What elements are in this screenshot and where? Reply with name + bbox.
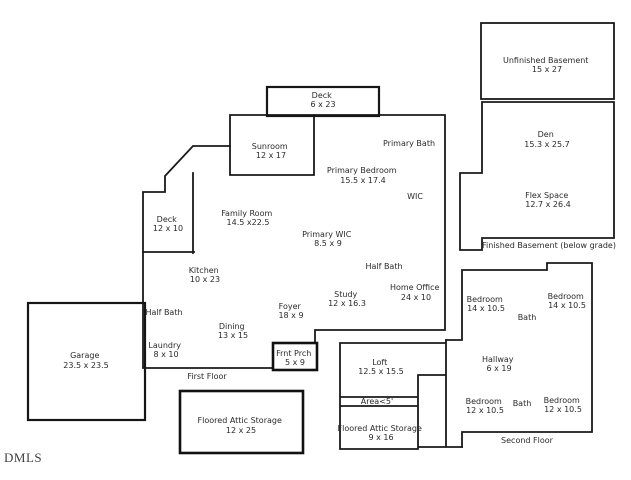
room-label-primary-wic: Primary WIC 8.5 x 9: [302, 230, 354, 248]
room-label-laundry: Laundry 8 x 10: [148, 341, 183, 359]
room-label-low-area: Area<5': [361, 397, 393, 406]
room-label-foyer: Foyer 18 x 9: [278, 302, 303, 320]
sunroom-walls: [229, 114, 315, 176]
room-label-bedroom-lower-right: Bedroom 12 x 10.5: [544, 396, 583, 414]
front-porch-box: [271, 341, 319, 372]
room-label-family-room: Family Room 14.5 x22.5: [221, 209, 275, 227]
room-label-home-office: Home Office 24 x 10: [390, 283, 442, 302]
room-label-dining: Dining 13 x 15: [218, 322, 248, 340]
room-label-sunroom: Sunroom 12 x 17: [252, 142, 290, 160]
floor-label-first-floor: First Floor: [187, 372, 227, 381]
room-label-unfinished-basement: Unfinished Basement 15 x 27: [503, 56, 591, 74]
room-label-bath-upper: Bath: [518, 313, 537, 322]
garage-box: [26, 301, 147, 422]
floor-label-finished-basement: Finished Basement (below grade): [482, 241, 616, 250]
room-label-garage: Garage 23.5 x 23.5: [63, 351, 108, 370]
second-floor-outline: [445, 262, 593, 448]
room-label-bedroom-upper-left: Bedroom 14 x 10.5: [467, 295, 506, 313]
room-label-bedroom-upper-right: Bedroom 14 x 10.5: [548, 292, 587, 310]
deck-upper-box: [265, 85, 381, 118]
room-label-bath-lower: Bath: [513, 399, 532, 408]
deck-left-walls: [142, 172, 195, 254]
room-label-primary-bath: Primary Bath: [383, 139, 435, 148]
room-label-deck-left: Deck 12 x 10: [153, 215, 183, 233]
room-label-bedroom-lower-left: Bedroom 12 x 10.5: [466, 397, 505, 415]
room-label-attic-storage-small: Floored Attic Storage 9 x 16: [338, 424, 425, 442]
room-label-loft: Loft 12.5 x 15.5: [358, 358, 403, 376]
room-label-half-bath-center: Half Bath: [365, 262, 402, 271]
room-label-half-bath-left: Half Bath: [145, 308, 182, 317]
room-label-flex-space: Flex Space 12.7 x 26.4: [525, 191, 571, 209]
room-label-front-porch: Frnt Prch 5 x 9: [276, 349, 314, 367]
first-floor-outline: [142, 114, 446, 369]
room-label-study: Study 12 x 16.3: [328, 290, 366, 308]
room-label-attic-storage-large: Floored Attic Storage 12 x 25: [198, 416, 285, 435]
floor-label-second-floor: Second Floor: [501, 436, 554, 445]
unfinished-basement-box: [480, 22, 615, 100]
room-label-den: Den 15.3 x 25.7: [524, 130, 569, 149]
finished-basement-outline: [459, 101, 615, 251]
room-label-deck-upper: Deck 6 x 23: [310, 91, 335, 109]
dmls-watermark: DMLS: [4, 450, 42, 465]
room-label-wic: WIC: [407, 192, 423, 201]
attic-storage-large-box: [178, 389, 305, 455]
attic-loft-walls: [339, 339, 463, 450]
room-label-hallway: Hallway 6 x 19: [482, 355, 516, 373]
room-label-kitchen: Kitchen 10 x 23: [189, 266, 222, 284]
room-label-primary-bedroom: Primary Bedroom 15.5 x 17.4: [327, 166, 399, 185]
